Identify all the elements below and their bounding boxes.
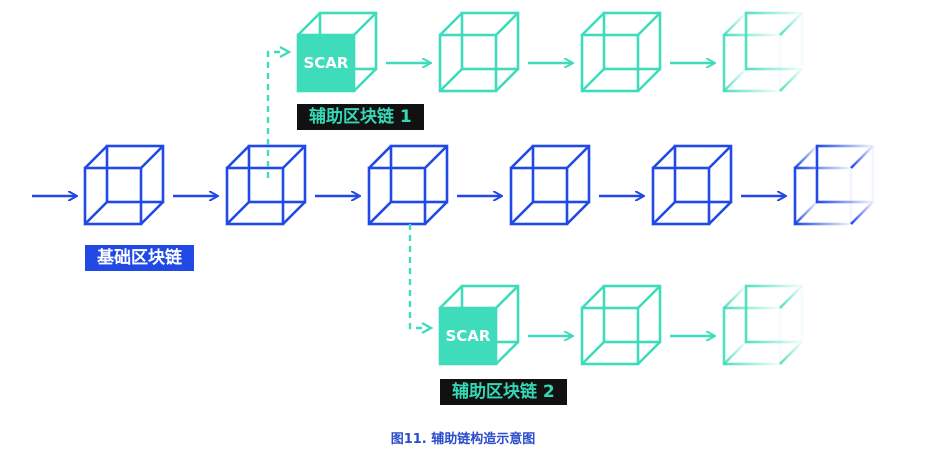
- side-block: [722, 11, 804, 93]
- branch-connectors: [266, 45, 434, 335]
- main-block: [83, 144, 165, 226]
- scar-block: SCAR: [438, 284, 520, 366]
- main-block: [651, 144, 733, 226]
- main-chain: [32, 144, 875, 226]
- side-chain-1: SCAR: [296, 11, 804, 93]
- main-block: [793, 144, 875, 226]
- main-block: [225, 144, 307, 226]
- side-block: [580, 284, 662, 366]
- side-chain-2: SCAR: [438, 284, 804, 366]
- side-chain-1-label: 辅助区块链 1: [297, 104, 424, 130]
- main-chain-label: 基础区块链: [85, 245, 194, 271]
- branch-arrowhead-1: [279, 45, 292, 59]
- branch-connector-1: [266, 50, 282, 178]
- branch-connector-2: [408, 224, 424, 330]
- scar-label: SCAR: [446, 327, 491, 345]
- side-block: [580, 11, 662, 93]
- side-block: [722, 284, 804, 366]
- main-block: [367, 144, 449, 226]
- main-block: [509, 144, 591, 226]
- figure-caption: 图11. 辅助链构造示意图: [390, 432, 536, 447]
- scar-block: SCAR: [296, 11, 378, 93]
- side-block: [438, 11, 520, 93]
- side-chain-2-label: 辅助区块链 2: [440, 379, 567, 405]
- scar-label: SCAR: [304, 54, 349, 72]
- branch-arrowhead-2: [421, 321, 434, 335]
